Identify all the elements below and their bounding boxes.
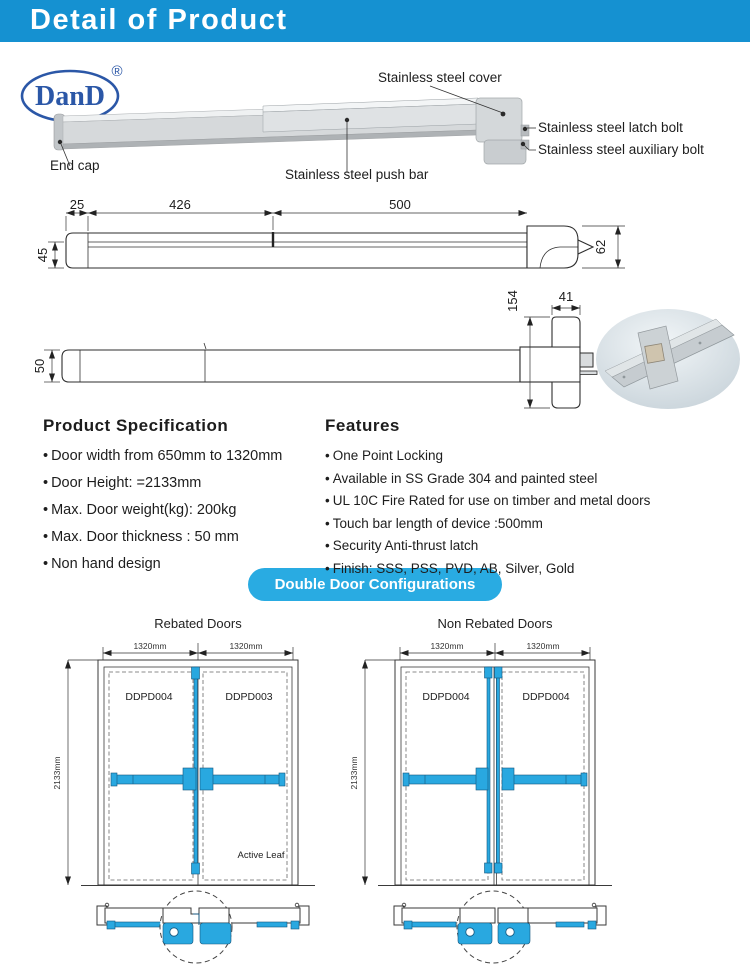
door-frame xyxy=(81,659,315,886)
door-frame xyxy=(378,659,612,886)
dim-head-width: 41 xyxy=(559,289,573,304)
label-push-bar: Stainless steel push bar xyxy=(285,167,429,182)
dim-head-height: 62 xyxy=(593,240,608,254)
product-photo-drawing: DanD ® Stainless steel cover Stainless s… xyxy=(20,63,704,182)
height-dimension: 2133mm xyxy=(349,659,395,885)
label-auxiliary-bolt: Stainless steel auxiliary bolt xyxy=(538,142,704,157)
diagram-title: Non Rebated Doors xyxy=(438,616,553,631)
dim-bar-height: 45 xyxy=(35,248,50,262)
diagram-title: Rebated Doors xyxy=(154,616,242,631)
spec-item: Door Height: =2133mm xyxy=(43,475,325,491)
feature-item: UL 10C Fire Rated for use on timber and … xyxy=(325,493,750,508)
dim-right-leaf: 1320mm xyxy=(526,641,559,651)
specification-title: Product Specification xyxy=(43,416,229,435)
label-end-cap: End cap xyxy=(50,158,100,173)
spec-item: Door width from 650mm to 1320mm xyxy=(43,448,325,464)
feature-item: Available in SS Grade 304 and painted st… xyxy=(325,471,750,486)
dim-head-length: 154 xyxy=(505,290,520,312)
spec-item: Non hand design xyxy=(43,556,325,572)
features-title: Features xyxy=(325,416,400,435)
feature-item: Finish: SSS, PSS, PVD, AB, Silver, Gold xyxy=(325,561,750,576)
product-inset-photo xyxy=(596,309,740,409)
header-banner: Detail of Product xyxy=(0,0,750,42)
spec-item: Max. Door weight(kg): 200kg xyxy=(43,502,325,518)
brand-logo-text: DanD xyxy=(35,81,105,112)
dim-left-leaf: 1320mm xyxy=(133,641,166,651)
rebated-doors-diagram: Rebated Doors 1320mm 1320mm 2133mm DDPD0… xyxy=(52,616,315,964)
feature-item: Security Anti-thrust latch xyxy=(325,538,750,553)
plan-view xyxy=(96,890,310,964)
push-bar-photo xyxy=(53,97,530,165)
dim-left-leaf: 1320mm xyxy=(430,641,463,651)
photo-callouts: Stainless steel cover Stainless steel la… xyxy=(50,70,704,182)
dim-right-leaf: 1320mm xyxy=(229,641,262,651)
left-door-model: DDPD004 xyxy=(125,691,172,703)
side-view-outline xyxy=(65,225,595,269)
dim-touch-bar: 500 xyxy=(389,197,411,212)
features-list: One Point Locking Available in SS Grade … xyxy=(325,448,750,576)
door-configuration-diagrams: Rebated Doors 1320mm 1320mm 2133mm DDPD0… xyxy=(0,605,750,975)
label-cover: Stainless steel cover xyxy=(378,70,502,85)
panic-hardware xyxy=(110,666,286,875)
height-dimension: 2133mm xyxy=(52,659,98,885)
product-specification: Product Specification Door width from 65… xyxy=(43,412,325,572)
page-title: Detail of Product xyxy=(30,4,288,36)
dim-door-height: 2133mm xyxy=(52,756,62,789)
brand-logo: DanD ® xyxy=(20,63,123,123)
non-rebated-doors-diagram: Non Rebated Doors 1320mm 1320mm 2133mm D… xyxy=(349,616,612,964)
specification-list: Door width from 650mm to 1320mm Door Hei… xyxy=(43,448,325,572)
spec-item: Max. Door thickness : 50 mm xyxy=(43,529,325,545)
plan-view xyxy=(393,890,607,964)
dim-body: 426 xyxy=(169,197,191,212)
top-view-drawing: 41 154 50 xyxy=(32,289,740,409)
top-view-outline xyxy=(61,316,598,409)
dim-door-height: 2133mm xyxy=(349,756,359,789)
width-dimensions: 1320mm 1320mm xyxy=(102,641,294,661)
width-dimensions: 1320mm 1320mm xyxy=(399,641,591,661)
feature-item: Touch bar length of device :500mm xyxy=(325,516,750,531)
right-door-model: DDPD004 xyxy=(522,691,569,703)
details-section: Product Specification Door width from 65… xyxy=(0,410,750,576)
active-leaf-note: Active Leaf xyxy=(238,850,285,861)
dim-end-cap: 25 xyxy=(70,197,84,212)
side-view-drawing: 25 426 500 45 62 xyxy=(35,197,625,269)
top-view-dimensions: 41 154 50 xyxy=(32,289,581,409)
right-door-model: DDPD003 xyxy=(225,691,272,703)
features-section: Features One Point Locking Available in … xyxy=(325,412,750,576)
side-view-dimensions: 25 426 500 45 62 xyxy=(35,197,625,269)
panic-hardware xyxy=(402,666,588,874)
label-latch-bolt: Stainless steel latch bolt xyxy=(538,120,683,135)
registered-mark: ® xyxy=(111,63,122,80)
feature-item: One Point Locking xyxy=(325,448,750,463)
dim-bar-width: 50 xyxy=(32,359,47,373)
left-door-model: DDPD004 xyxy=(422,691,469,703)
